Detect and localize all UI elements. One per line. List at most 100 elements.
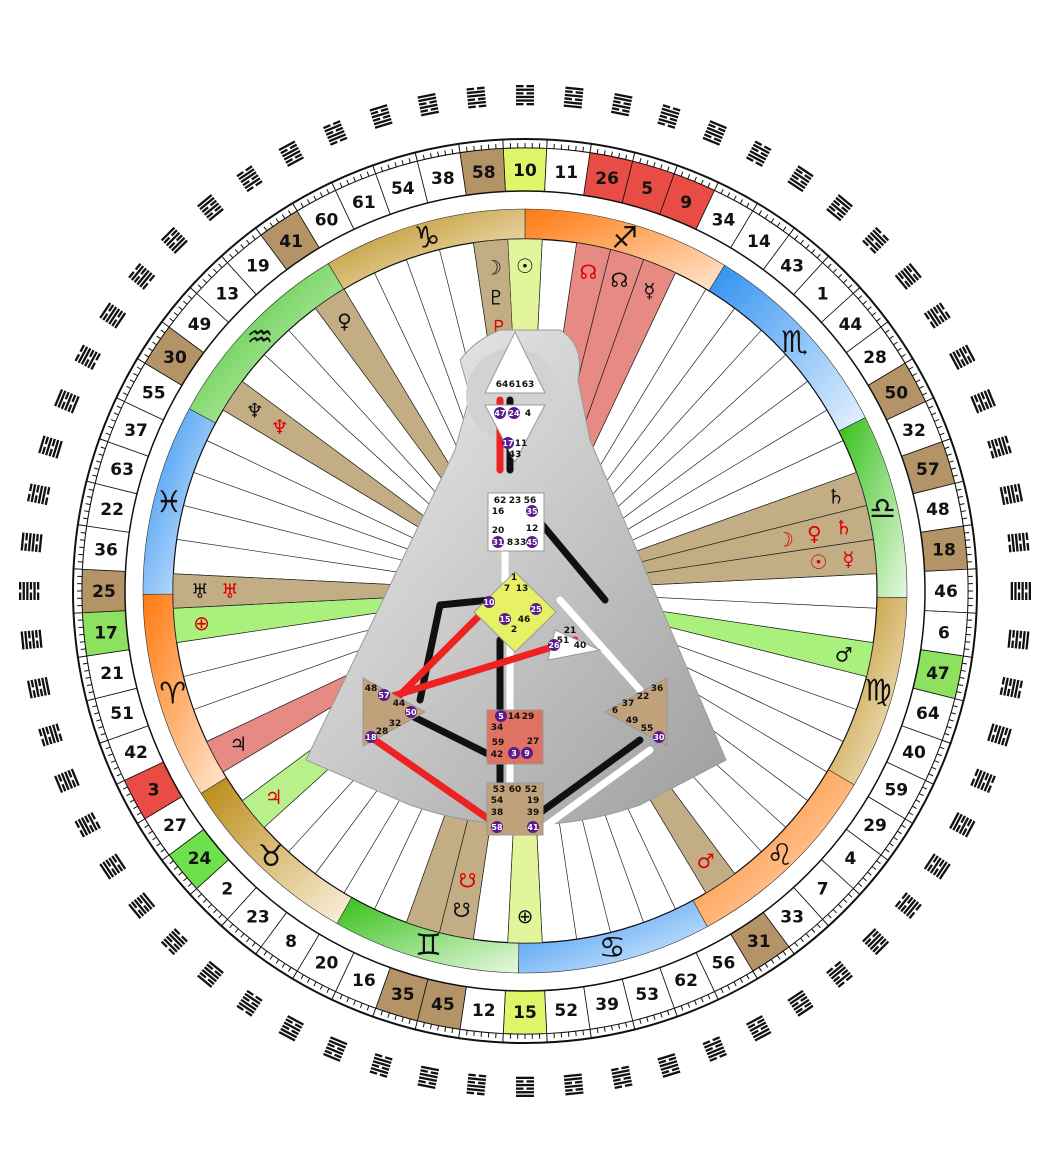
gate-number[interactable]: 58 — [472, 163, 496, 183]
gate-number[interactable]: 61 — [352, 193, 376, 213]
gate-number[interactable]: 6 — [938, 623, 950, 643]
hexagram-line — [983, 774, 993, 792]
hexagram-line — [516, 95, 534, 99]
gate-number[interactable]: 39 — [595, 995, 619, 1015]
hexagram-line — [932, 855, 939, 863]
gate-number[interactable]: 59 — [884, 780, 908, 800]
hexagram-line — [1021, 532, 1026, 551]
tick-mark — [867, 871, 872, 876]
hexagram-line — [961, 346, 968, 354]
gate-number[interactable]: 25 — [92, 582, 116, 602]
hexagram-line — [1005, 496, 1009, 505]
gate-number[interactable]: 30 — [163, 348, 187, 368]
gate-number[interactable]: 15 — [513, 1003, 537, 1023]
gate-number[interactable]: 56 — [712, 953, 736, 973]
gate-number[interactable]: 28 — [863, 348, 887, 368]
gate-number[interactable]: 62 — [674, 971, 698, 991]
gate-activation-dot — [491, 821, 503, 833]
hexagram-line — [669, 117, 678, 122]
tick-mark — [800, 937, 804, 943]
gate-number[interactable]: 3 — [148, 780, 160, 800]
hexagram-line — [830, 202, 847, 216]
hexagram-icon — [610, 92, 633, 117]
hexagram-line — [516, 1076, 534, 1079]
gate-number[interactable]: 14 — [747, 232, 771, 252]
gate-number[interactable]: 52 — [554, 1001, 578, 1021]
gate-number[interactable]: 11 — [554, 163, 578, 183]
gate-number[interactable]: 2 — [221, 880, 233, 900]
gate-number[interactable]: 64 — [916, 704, 940, 724]
gate-number[interactable]: 29 — [863, 816, 887, 836]
gate-number[interactable]: 27 — [163, 816, 187, 836]
hexagram-line — [468, 1073, 476, 1077]
tick-mark — [148, 347, 153, 352]
hexagram-line — [1026, 542, 1030, 551]
gate-number[interactable]: 23 — [246, 907, 270, 927]
hexagram-line — [255, 995, 263, 1002]
tick-mark — [720, 188, 724, 194]
gate-number[interactable]: 20 — [315, 953, 339, 973]
gate-number[interactable]: 38 — [431, 169, 455, 189]
gate-number[interactable]: 63 — [110, 460, 134, 480]
gate-activation-dot — [499, 613, 511, 625]
gate-number[interactable]: 55 — [142, 384, 166, 404]
hexagram-line — [564, 1077, 583, 1082]
gate-number[interactable]: 4 — [845, 849, 857, 869]
gate-number[interactable]: 31 — [747, 932, 771, 952]
gate-number[interactable]: 18 — [932, 541, 956, 561]
gate-number[interactable]: 19 — [246, 257, 270, 277]
gate-number[interactable]: 16 — [352, 971, 376, 991]
gate-number[interactable]: 26 — [595, 169, 619, 189]
tick-mark — [618, 152, 621, 159]
hexagram-line — [323, 1052, 341, 1062]
gate-number[interactable]: 1 — [817, 284, 829, 304]
gate-number[interactable]: 57 — [916, 460, 940, 480]
gate-number[interactable]: 49 — [188, 315, 212, 335]
gate-number[interactable]: 24 — [188, 849, 212, 869]
gate-number[interactable]: 32 — [902, 421, 926, 441]
gate-number[interactable]: 45 — [431, 995, 455, 1015]
hexagram-line — [789, 992, 806, 1005]
gate-number[interactable]: 54 — [391, 179, 415, 199]
gate-number[interactable]: 48 — [926, 500, 950, 520]
hexagram-line — [709, 120, 727, 130]
gate-number[interactable]: 41 — [279, 232, 303, 252]
gate-number[interactable]: 9 — [680, 193, 692, 213]
tick-mark — [939, 746, 945, 750]
gate-number[interactable]: 5 — [641, 179, 653, 199]
gate-number[interactable]: 40 — [902, 743, 926, 763]
gate-number[interactable]: 13 — [215, 284, 239, 304]
gate-number[interactable]: 51 — [110, 704, 134, 724]
hexagram-line — [1008, 544, 1012, 553]
hexagram-line — [787, 180, 804, 193]
gate-number[interactable]: 36 — [94, 541, 118, 561]
tick-mark — [326, 188, 330, 194]
gate-number[interactable]: 47 — [926, 664, 950, 684]
gate-number[interactable]: 12 — [472, 1001, 496, 1021]
planet-icon: ♂ — [697, 849, 715, 873]
hexagram-line — [516, 1083, 534, 1087]
hexagram-line — [901, 892, 908, 900]
tick-mark — [466, 146, 468, 152]
hexagram-line — [1015, 494, 1020, 503]
hexagram-icon — [99, 853, 127, 880]
gate-number[interactable]: 34 — [712, 211, 736, 231]
gate-number[interactable]: 50 — [884, 384, 908, 404]
gate-number[interactable]: 10 — [513, 161, 537, 181]
gate-number[interactable]: 17 — [94, 623, 118, 643]
gate-number[interactable]: 42 — [124, 743, 148, 763]
gate-number[interactable]: 46 — [934, 582, 958, 602]
gate-number[interactable]: 21 — [100, 664, 124, 684]
gate-number[interactable]: 22 — [100, 500, 124, 520]
gate-number[interactable]: 44 — [839, 315, 863, 335]
gate-number[interactable]: 7 — [817, 880, 829, 900]
tick-mark — [752, 202, 759, 212]
gate-number[interactable]: 33 — [780, 907, 804, 927]
gate-number[interactable]: 60 — [315, 211, 339, 231]
gate-number[interactable]: 37 — [124, 421, 148, 441]
gate-number[interactable]: 8 — [285, 932, 297, 952]
gate-number[interactable]: 35 — [391, 985, 415, 1005]
gate-number[interactable]: 53 — [635, 985, 659, 1005]
hexagram-line — [419, 103, 438, 110]
gate-number[interactable]: 43 — [780, 257, 804, 277]
